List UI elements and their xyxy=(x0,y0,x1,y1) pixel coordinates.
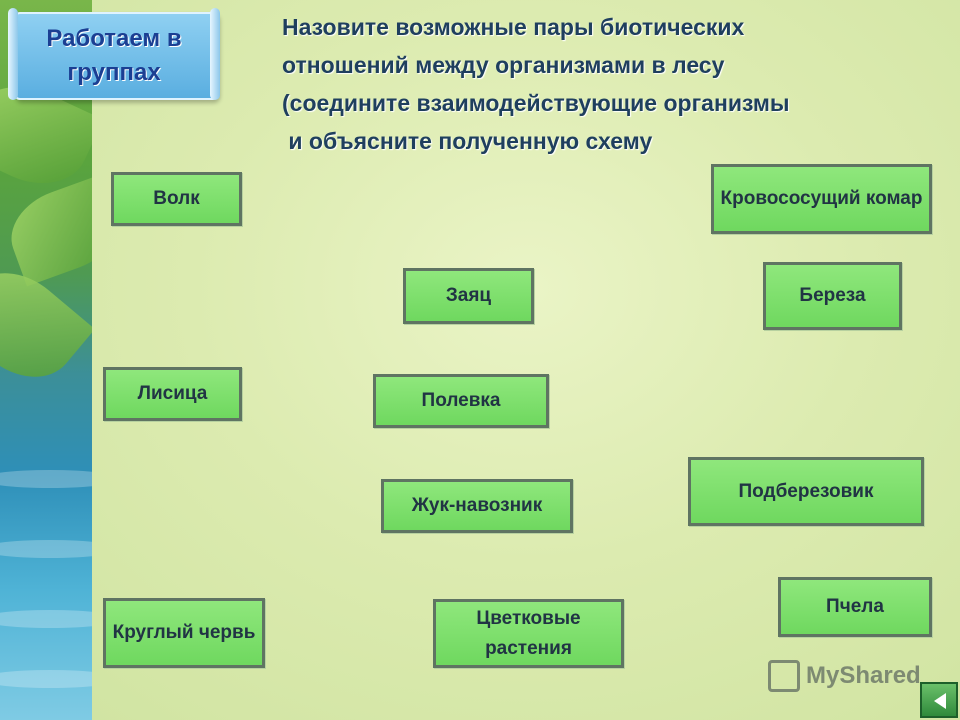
organism-card-roundworm[interactable]: Круглый червь xyxy=(103,598,265,668)
badge-scroll-left-roll xyxy=(8,8,18,100)
water-ripple xyxy=(0,470,92,488)
group-work-badge: Работаем в группах xyxy=(8,8,220,100)
badge-scroll-right-roll xyxy=(210,8,220,100)
water-ripple xyxy=(0,610,92,628)
watermark: MyShared xyxy=(768,656,921,696)
organism-card-bee[interactable]: Пчела xyxy=(778,577,932,637)
organism-card-dung-beetle[interactable]: Жук-навозник xyxy=(381,479,573,533)
decorative-side-strip xyxy=(0,0,92,720)
heading-line: и объясните полученную схему xyxy=(282,128,653,154)
badge-scroll-body xyxy=(14,12,218,100)
back-navigation-button[interactable] xyxy=(920,682,958,718)
organism-card-wolf[interactable]: Волк xyxy=(111,172,242,226)
watermark-text: MyShared xyxy=(806,662,921,689)
organism-card-flowering-plants[interactable]: Цветковые растения xyxy=(433,599,624,668)
organism-card-hare[interactable]: Заяц xyxy=(403,268,534,324)
organism-card-fox[interactable]: Лисица xyxy=(103,367,242,421)
organism-card-birch[interactable]: Береза xyxy=(763,262,902,330)
water-ripple xyxy=(0,540,92,558)
heading-line: Назовите возможные пары биотических xyxy=(282,14,745,40)
water-ripple xyxy=(0,670,92,688)
organism-card-mosquito[interactable]: Кровососущий комар xyxy=(711,164,932,234)
task-heading: Назовите возможные пары биотических отно… xyxy=(282,8,942,160)
leaf-icon xyxy=(0,173,92,287)
badge-title: Работаем в группах xyxy=(46,25,182,86)
organism-card-birch-bolete[interactable]: Подберезовик xyxy=(688,457,924,526)
myshared-logo-icon xyxy=(768,660,800,692)
heading-line: (соедините взаимодействующие организмы xyxy=(282,90,790,116)
organism-card-vole[interactable]: Полевка xyxy=(373,374,549,428)
heading-line: отношений между организмами в лесу xyxy=(282,52,725,78)
